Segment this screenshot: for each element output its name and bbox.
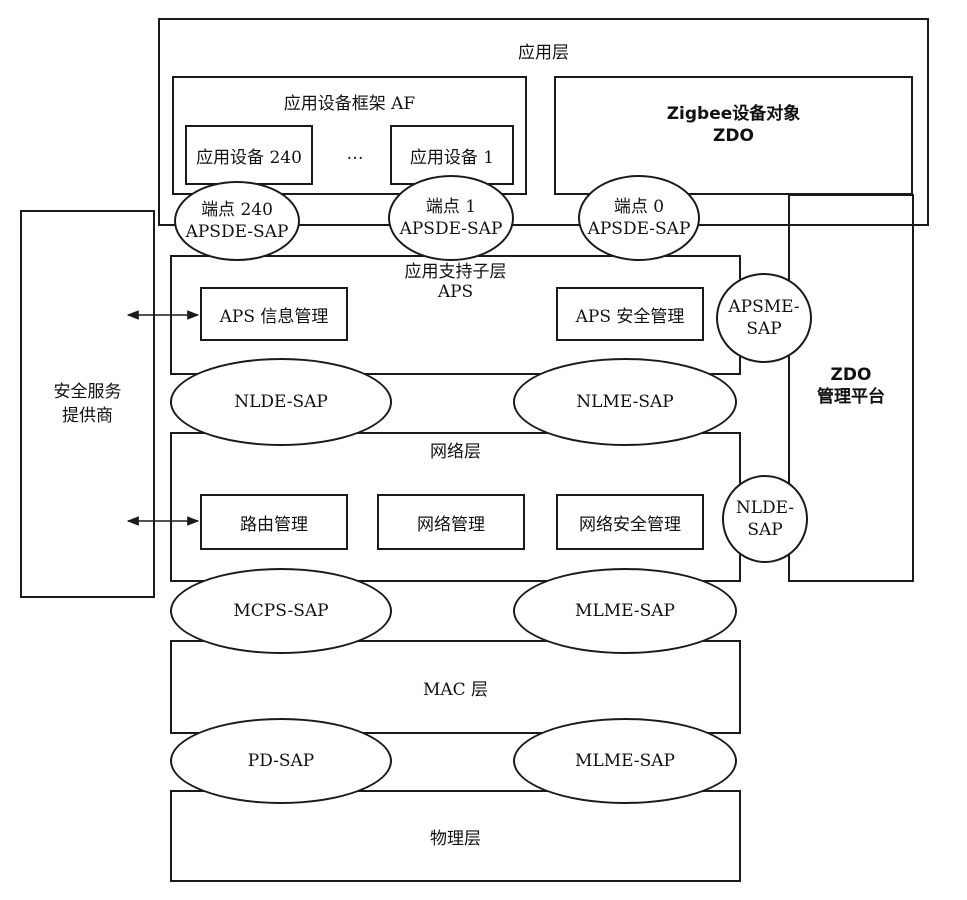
application-device-240-label: 应用设备 240 xyxy=(196,147,302,168)
mac-mlme-sap-label: MLME-SAP xyxy=(575,601,675,621)
endpoint-1-sap: 端点 1 APSDE-SAP xyxy=(388,175,514,261)
routing-management-label: 路由管理 xyxy=(240,514,308,535)
nlme-sap-label: NLME-SAP xyxy=(576,392,674,412)
zigbee-device-object xyxy=(554,76,913,195)
phy-mlme-sap-label: MLME-SAP xyxy=(575,751,675,771)
zdo-title: Zigbee设备对象 ZDO xyxy=(554,103,913,147)
application-layer xyxy=(158,18,929,226)
physical-layer-title: 物理层 xyxy=(430,828,481,849)
apsme-line1: APSME- xyxy=(728,297,800,317)
endpoint-1-line1: 端点 1 xyxy=(425,197,477,217)
nlme-sap: NLME-SAP xyxy=(513,358,737,446)
endpoint-0-sap: 端点 0 APSDE-SAP xyxy=(578,175,700,261)
zdo-platform-line2: 管理平台 xyxy=(817,387,885,407)
application-layer-title: 应用层 xyxy=(518,43,569,63)
mcps-sap-label: MCPS-SAP xyxy=(233,601,329,621)
mac-layer: MAC 层 xyxy=(170,640,741,734)
security-provider-line1: 安全服务 xyxy=(53,382,122,402)
zdo-title-line1: Zigbee设备对象 xyxy=(666,104,801,124)
security-provider-line2: 提供商 xyxy=(62,406,113,426)
nlde-sap-label: NLDE-SAP xyxy=(234,392,328,412)
zdo-platform-line1: ZDO xyxy=(830,365,872,385)
endpoint-240-sap: 端点 240 APSDE-SAP xyxy=(174,181,300,261)
apsme-line2: SAP xyxy=(746,319,782,339)
aps-layer-title: 应用支持子层 APS xyxy=(170,262,741,302)
pd-sap: PD-SAP xyxy=(170,718,392,804)
security-service-provider: 安全服务 提供商 xyxy=(20,210,155,598)
phy-mlme-sap: MLME-SAP xyxy=(513,718,737,804)
application-device-1-label: 应用设备 1 xyxy=(409,147,495,168)
application-device-framework xyxy=(172,76,527,195)
nlde-circle-line2: SAP xyxy=(747,520,783,540)
aps-title-line2: APS xyxy=(437,282,474,302)
mac-mlme-sap: MLME-SAP xyxy=(513,568,737,654)
nlde-sap-circle: NLDE- SAP xyxy=(722,475,808,563)
mac-layer-title: MAC 层 xyxy=(422,679,489,700)
network-security-management: 网络安全管理 xyxy=(556,494,704,550)
endpoint-0-line1: 端点 0 xyxy=(613,197,665,217)
apsme-sap: APSME- SAP xyxy=(716,273,812,363)
aps-title-line1: 应用支持子层 xyxy=(404,262,507,282)
routing-management: 路由管理 xyxy=(200,494,348,550)
af-title: 应用设备框架 AF xyxy=(283,94,416,114)
network-security-management-label: 网络安全管理 xyxy=(579,514,681,535)
endpoint-1-line2: APSDE-SAP xyxy=(399,219,503,239)
zdo-management-platform xyxy=(788,194,914,582)
zdo-title-line2: ZDO xyxy=(713,126,754,146)
mcps-sap: MCPS-SAP xyxy=(170,568,392,654)
network-layer-title: 网络层 xyxy=(430,442,481,462)
endpoint-240-line1: 端点 240 xyxy=(201,200,273,220)
endpoint-0-line2: APSDE-SAP xyxy=(587,219,691,239)
endpoint-240-line2: APSDE-SAP xyxy=(185,222,289,242)
nlde-circle-line1: NLDE- xyxy=(735,498,795,518)
physical-layer: 物理层 xyxy=(170,790,741,882)
device-ellipsis: … xyxy=(346,144,364,164)
network-management-label: 网络管理 xyxy=(417,514,485,535)
nlde-sap: NLDE-SAP xyxy=(170,358,392,446)
aps-security-management-label: APS 安全管理 xyxy=(575,306,685,327)
aps-info-management: APS 信息管理 xyxy=(200,287,348,341)
zdo-platform-label: ZDO 管理平台 xyxy=(788,364,914,408)
aps-info-management-label: APS 信息管理 xyxy=(219,306,329,327)
pd-sap-label: PD-SAP xyxy=(247,751,315,771)
network-management: 网络管理 xyxy=(377,494,525,550)
aps-security-management: APS 安全管理 xyxy=(556,287,704,341)
